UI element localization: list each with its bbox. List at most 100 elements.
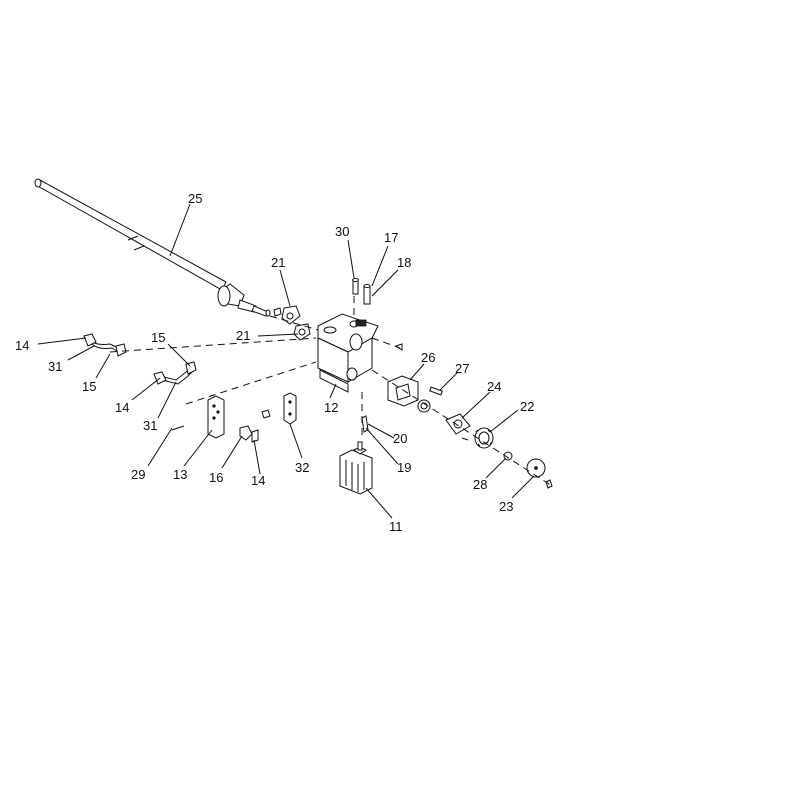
plate-13-hole-b [216, 410, 220, 414]
leader-23 [511, 475, 535, 499]
leader-15a [95, 353, 111, 379]
callout-31-left: 31 [48, 359, 62, 374]
leader-14c [253, 439, 261, 475]
leader-32 [289, 423, 303, 459]
pin-27 [429, 386, 443, 396]
callout-14-right: 14 [251, 473, 265, 488]
callout-27: 27 [455, 361, 469, 376]
callout-21-upper: 21 [271, 255, 285, 270]
callout-14-left: 14 [15, 338, 29, 353]
plate-13-hole-c [212, 416, 216, 420]
leader-lines [37, 203, 535, 519]
pin-30 [352, 278, 359, 295]
clevis-parts [273, 305, 311, 341]
screw-29-shank [171, 425, 185, 431]
leader-12 [329, 383, 337, 399]
callout-17: 17 [384, 230, 398, 245]
callout-12: 12 [324, 400, 338, 415]
cylinder-body [339, 449, 373, 495]
plate-32-body [283, 392, 297, 425]
leader-21a [279, 269, 291, 307]
cylinder-fins [345, 460, 365, 492]
leader-11 [365, 487, 393, 519]
tube-a-2 [91, 343, 123, 355]
plate-32 [283, 392, 297, 425]
cylinder-stem [357, 441, 363, 451]
callout-18: 18 [397, 255, 411, 270]
plate-32-hole-a [288, 400, 292, 404]
centerlines [109, 296, 553, 487]
leader-14b [131, 377, 161, 401]
fitting-16 [239, 425, 253, 441]
leader-25 [169, 203, 191, 257]
plate-32-hole-b [288, 412, 292, 416]
callout-26: 26 [421, 350, 435, 365]
plate-13-body [207, 395, 225, 439]
leader-17 [371, 245, 389, 287]
callout-24: 24 [487, 379, 501, 394]
leader-29 [147, 427, 173, 467]
pulley-22-teeth [475, 429, 493, 447]
cylinder-11 [339, 441, 373, 495]
callout-11: 11 [389, 519, 403, 534]
block-bore-front [349, 333, 363, 351]
callout-21-lower: 21 [236, 328, 250, 343]
leader-30 [347, 239, 355, 279]
bracket-26 [387, 375, 431, 413]
callout-28: 28 [473, 477, 487, 492]
pin-30-head [352, 278, 359, 282]
fitting-a-right [115, 343, 127, 357]
callout-16: 16 [209, 470, 223, 485]
main-block [317, 313, 379, 393]
centerline-left-upper [109, 337, 317, 353]
screw-small-d [461, 437, 469, 441]
leader-21b [257, 333, 299, 337]
block-bore-lower [346, 367, 358, 381]
plate-13-hole-a [212, 404, 216, 408]
dowel-body [363, 285, 371, 305]
leader-18 [371, 269, 399, 297]
block-lower-flange [319, 369, 349, 393]
callout-13: 13 [173, 467, 187, 482]
leader-31b [157, 381, 177, 419]
disc-23-center [534, 466, 538, 470]
centerline-right-upper [371, 337, 401, 349]
centerline-rod [269, 315, 319, 331]
leader-24 [461, 391, 491, 419]
callout-30: 30 [335, 224, 349, 239]
leader-28 [485, 457, 507, 479]
left-fitting-assembly [83, 333, 197, 385]
callout-31-middle: 31 [143, 418, 157, 433]
bracket-26-window [395, 383, 411, 401]
block-label-plate [355, 319, 367, 327]
leader-14a [37, 337, 87, 345]
callout-14-middle: 14 [115, 400, 129, 415]
callout-15-lower: 15 [82, 379, 96, 394]
clevis-upper-hole [286, 312, 294, 320]
pulley-22 [474, 427, 494, 449]
dowel-17-18 [363, 284, 371, 305]
rod-collar-face [217, 285, 231, 307]
pulley-22-hub [478, 431, 490, 445]
rod-assembly [34, 178, 271, 317]
dowel-top [363, 284, 371, 288]
leader-16 [221, 435, 243, 469]
leader-15b [167, 343, 191, 367]
callout-23: 23 [499, 499, 513, 514]
callout-20: 20 [393, 431, 407, 446]
clevis-lower-hole [298, 328, 306, 336]
rod-break-marks [127, 235, 145, 251]
rod-tip [251, 305, 269, 317]
centerline-left-lower [185, 361, 317, 405]
leader-22 [489, 409, 519, 433]
leader-26 [409, 363, 425, 381]
leader-19 [365, 427, 399, 465]
rod-tip-end [265, 309, 271, 317]
callout-22: 22 [520, 399, 534, 414]
leader-31a [67, 345, 95, 361]
callout-25: 25 [188, 191, 202, 206]
block-bore-top [323, 326, 337, 334]
plate-13 [207, 395, 259, 443]
